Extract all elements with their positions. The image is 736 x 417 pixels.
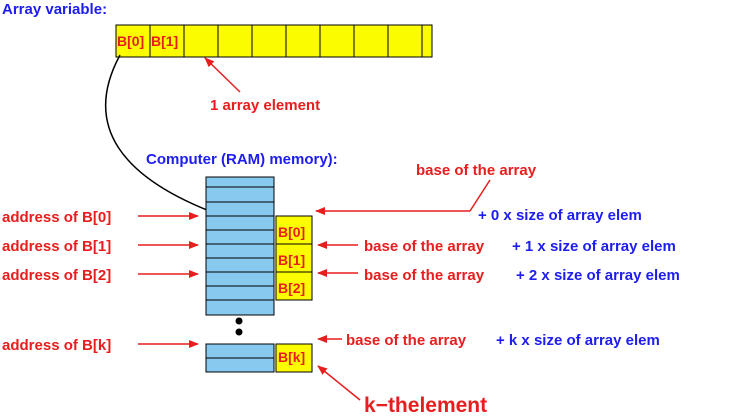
array-cell	[115, 24, 151, 58]
array-cell	[251, 24, 287, 58]
memory-block-upper	[205, 176, 275, 316]
address-label-3: address of B[k]	[2, 337, 112, 354]
array-cell	[285, 24, 321, 58]
element-label-0: B[0]	[278, 224, 306, 240]
element-label-1: B[1]	[278, 252, 306, 268]
ellipsis-dot	[235, 328, 243, 336]
array-variable-title: Array variable:	[2, 1, 108, 18]
offset-row-1-offset: + 1 x size of array elem	[512, 238, 676, 255]
memory-block-lower	[205, 343, 275, 373]
array-cell-label-0: B[0]	[117, 33, 145, 49]
element-cells	[275, 215, 313, 373]
array-cell	[353, 24, 389, 58]
address-label-2: address of B[2]	[2, 267, 112, 284]
element-annotation-arrow	[204, 57, 241, 93]
offset-row-1-base: base of the array	[364, 238, 485, 255]
address-label-1: address of B[1]	[2, 238, 112, 255]
memory-title: Computer (RAM) memory):	[146, 151, 338, 168]
array-variable-row	[115, 24, 433, 58]
array-cell-label-1: B[1]	[151, 33, 179, 49]
array-cell	[217, 24, 253, 58]
ellipsis-dot	[235, 317, 243, 325]
array-cell	[319, 24, 355, 58]
array-cell	[149, 24, 185, 58]
base-connector	[469, 179, 491, 212]
array-cell	[183, 24, 219, 58]
offset-row-3-offset: + k x size of array elem	[496, 332, 660, 349]
address-label-0: address of B[0]	[2, 209, 112, 226]
pointer-arrow	[105, 54, 241, 224]
array-cell	[387, 24, 423, 58]
element-annotation: 1 array element	[210, 97, 321, 114]
offset-row-3-base: base of the array	[346, 332, 467, 349]
element-label-3: B[k]	[278, 349, 306, 365]
kth-element-label: k−thelement	[364, 394, 488, 417]
kth-arrow	[317, 365, 361, 401]
offset-row-0: + 0 x size of array elem	[478, 207, 642, 224]
base-label: base of the array	[416, 162, 537, 179]
array-cell	[421, 24, 433, 58]
offset-row-2-offset: + 2 x size of array elem	[516, 267, 680, 284]
offset-row-2-base: base of the array	[364, 267, 485, 284]
element-label-2: B[2]	[278, 280, 306, 296]
